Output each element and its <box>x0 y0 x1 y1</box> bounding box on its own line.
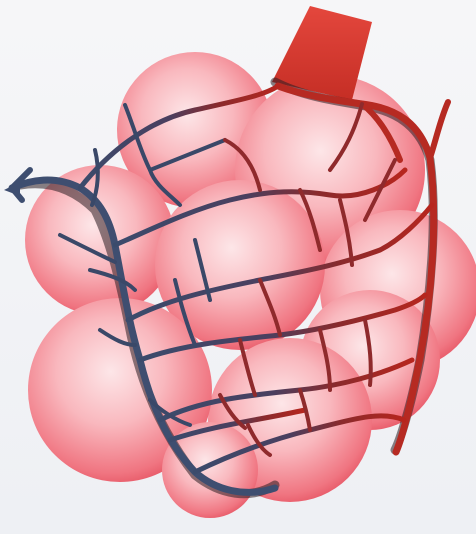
figure-stage <box>0 0 476 534</box>
alveolar-capillary-diagram <box>0 0 476 534</box>
